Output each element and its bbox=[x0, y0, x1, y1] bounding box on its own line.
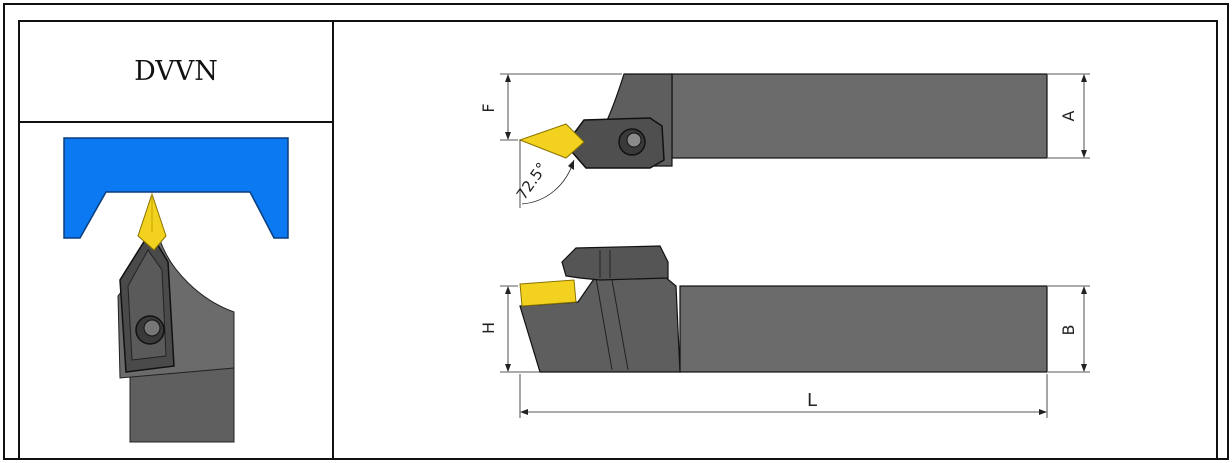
dim-label-F: F bbox=[479, 103, 498, 112]
workpiece-groove bbox=[63, 137, 289, 239]
dim-label-L: L bbox=[807, 390, 817, 411]
tool-code-title: DVVN bbox=[134, 56, 218, 87]
clamp-side bbox=[561, 245, 669, 281]
head-side bbox=[519, 275, 681, 373]
shank-side bbox=[679, 285, 1048, 373]
top-view bbox=[500, 73, 1090, 208]
insert-top bbox=[518, 123, 585, 159]
clamp-top bbox=[571, 117, 665, 169]
table-border bbox=[18, 20, 1218, 460]
dim-label-H: H bbox=[479, 322, 498, 334]
dim-label-angle: 72.5° bbox=[513, 159, 551, 203]
dim-label-B: B bbox=[1059, 325, 1078, 336]
shank-top bbox=[671, 73, 1048, 159]
side-view bbox=[500, 245, 1090, 418]
dim-label-A: A bbox=[1059, 110, 1078, 121]
machining-illustration bbox=[63, 137, 289, 443]
insert-side bbox=[519, 279, 577, 307]
